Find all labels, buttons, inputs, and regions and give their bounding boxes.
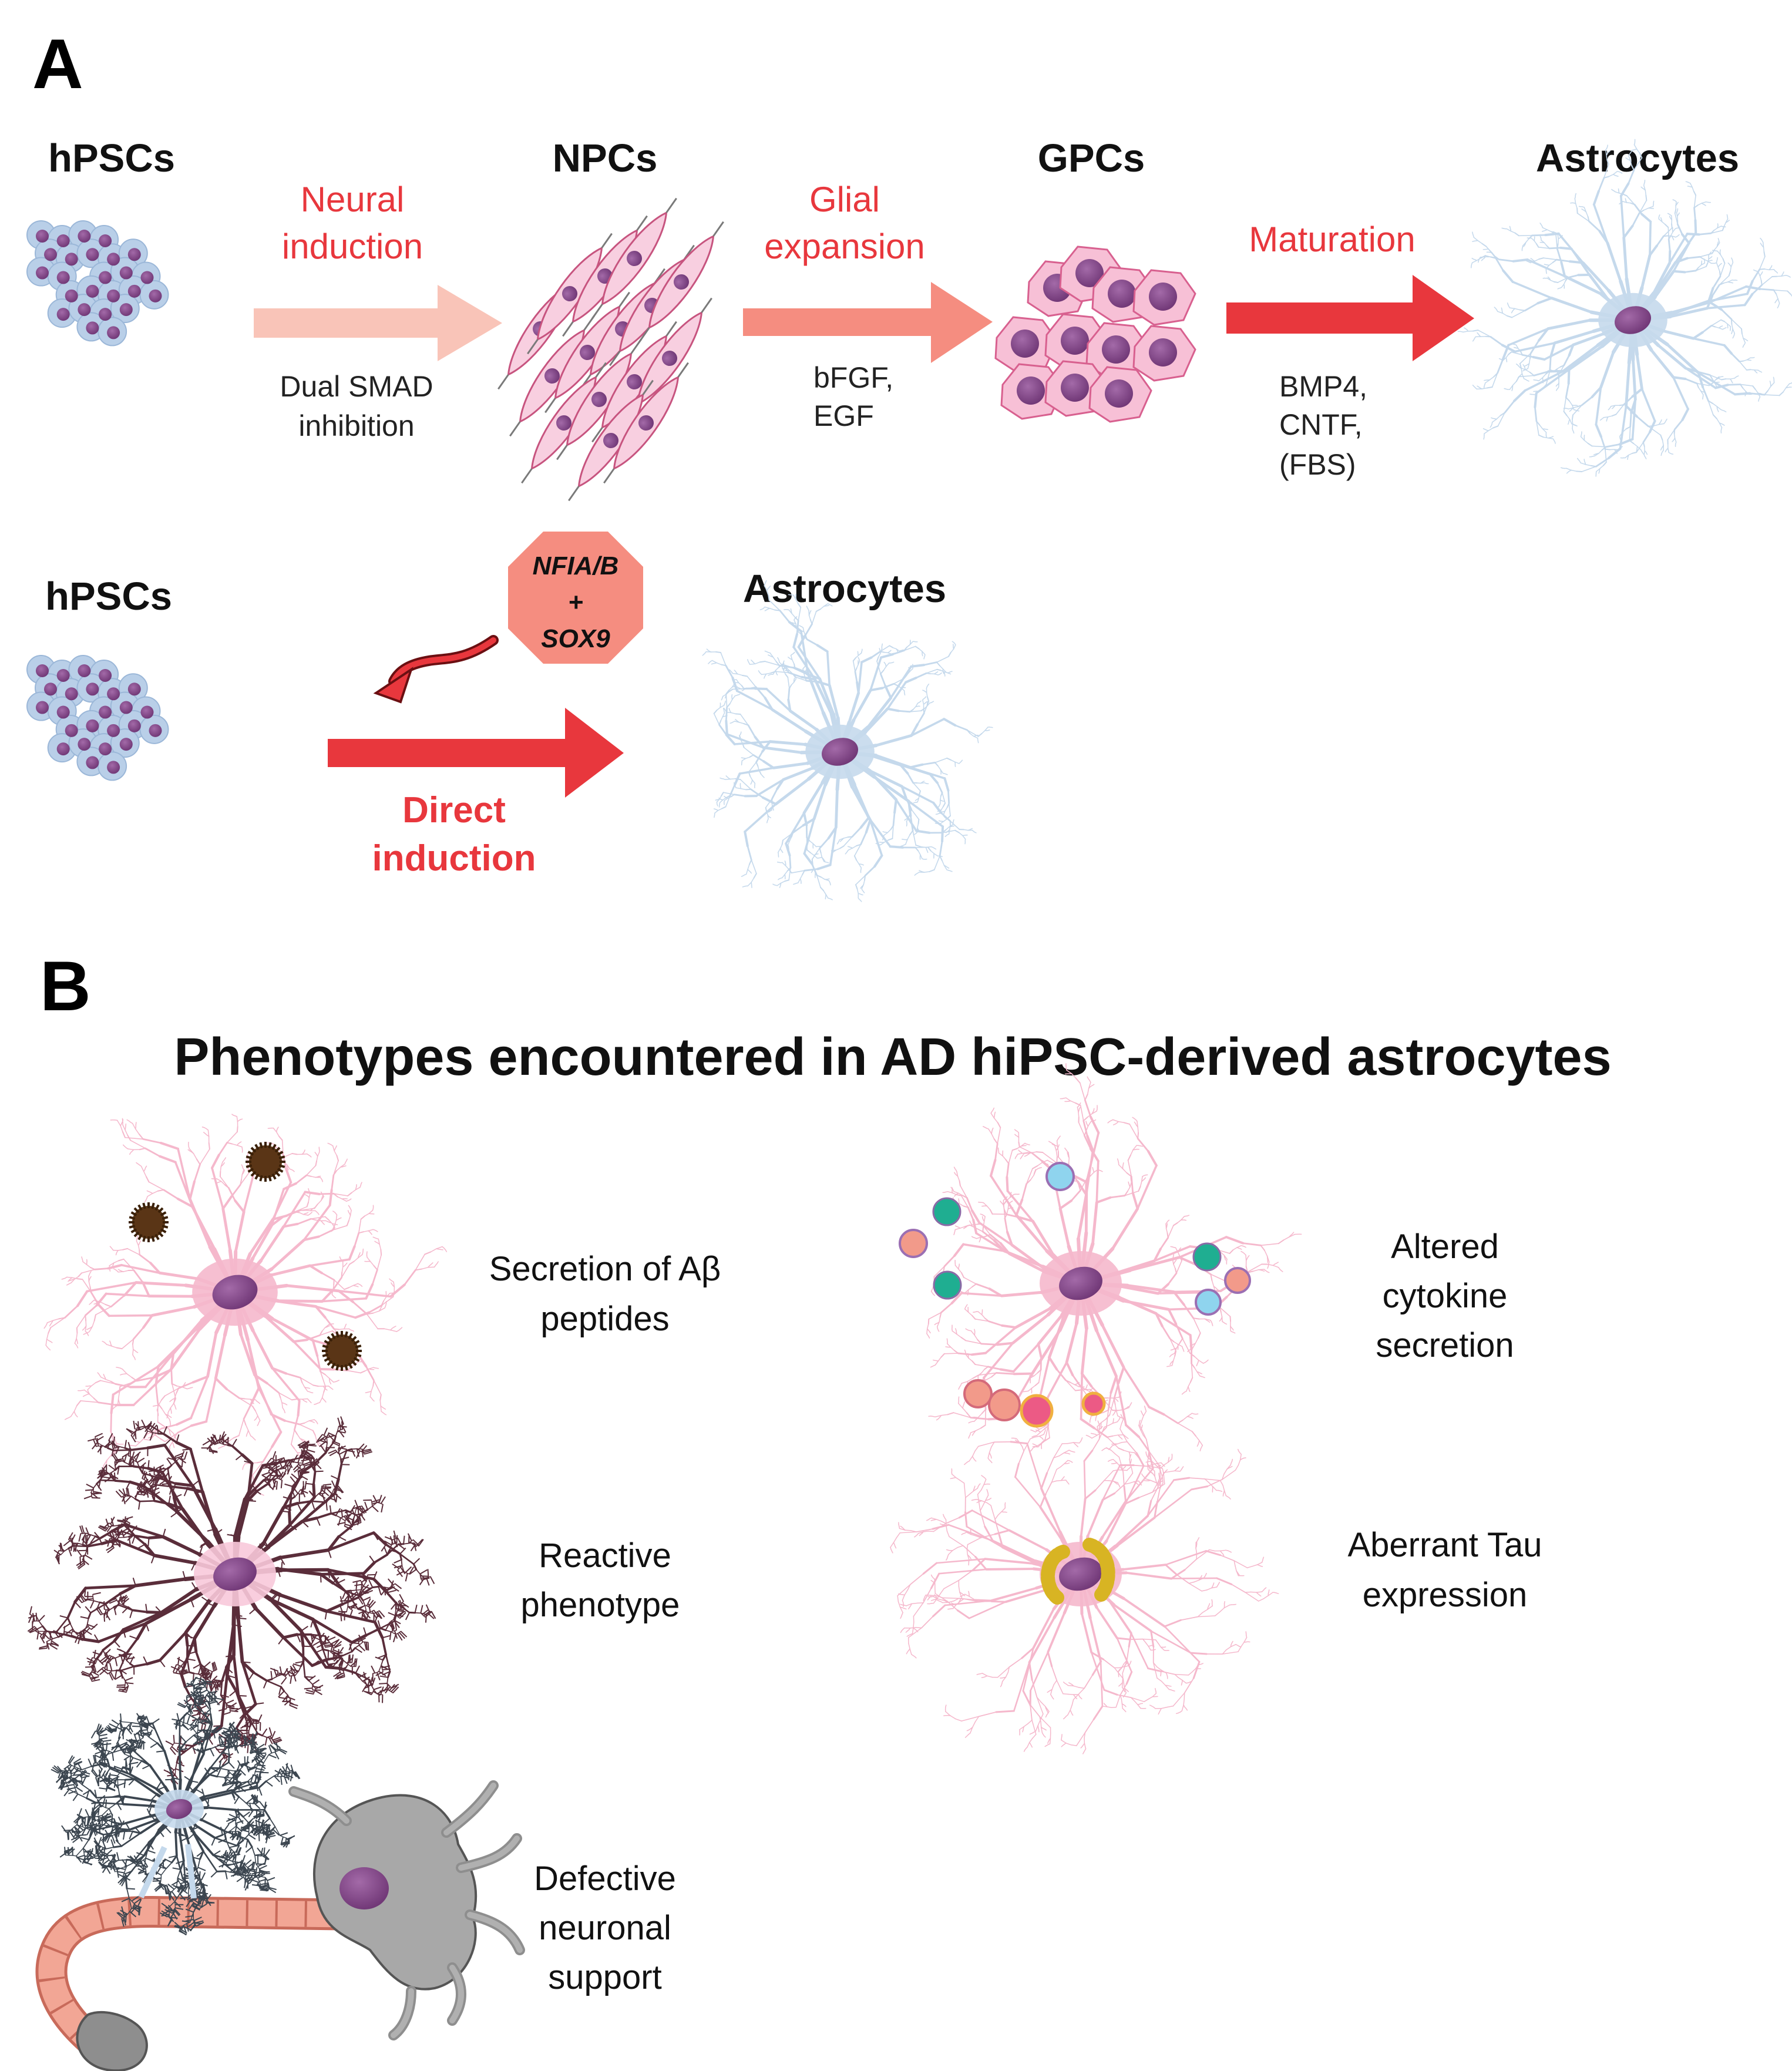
glial-expansion-label-line2: expansion	[764, 227, 925, 266]
tf-line1: NFIA/B	[533, 552, 619, 580]
neural-induction-arrow	[254, 285, 502, 361]
neural-induction-factor-1: Dual SMAD	[280, 370, 433, 403]
glial-expansion-factor-2: EGF	[813, 399, 874, 432]
astrocyte-cytokine-icon	[926, 1063, 1302, 1490]
maturation-arrow	[1226, 275, 1474, 361]
pheno-reactive-line2: phenotype	[521, 1586, 680, 1624]
stage-label-gpcs: GPCs	[1038, 136, 1145, 180]
hpsc-colony-icon-row2	[26, 655, 169, 781]
hpsc-colony-icon	[26, 220, 169, 347]
pheno-neuronal-line3: support	[548, 1958, 661, 1996]
astrocyte-abeta-icon	[43, 1114, 448, 1496]
astrocyte-tau-icon	[890, 1406, 1279, 1754]
stage-label-hpscs: hPSCs	[48, 136, 175, 180]
maturation-factor-1: BMP4,	[1279, 370, 1367, 403]
pheno-neuronal-line1: Defective	[534, 1860, 676, 1898]
pheno-tau-line1: Aberrant Tau	[1347, 1526, 1542, 1564]
panel-b-letter: B	[40, 947, 91, 1026]
panel-a-letter: A	[32, 25, 83, 103]
pheno-cytokine-line3: secretion	[1376, 1326, 1514, 1364]
gpc-cluster-icon	[994, 246, 1196, 423]
row2-end-label: Astrocytes	[743, 567, 946, 611]
neural-induction-factor-2: inhibition	[298, 409, 414, 442]
pheno-cytokine-line1: Altered	[1391, 1228, 1499, 1266]
tf-line3: SOX9	[541, 624, 610, 653]
transcription-factor-octagon	[508, 532, 643, 664]
neural-induction-label-line2: induction	[282, 227, 423, 266]
neuron-icon	[35, 1780, 525, 2071]
row2-start-label: hPSCs	[45, 574, 172, 618]
astrocyte-icon-row2	[702, 580, 993, 902]
direct-induction-line2: induction	[372, 838, 536, 879]
tau-aggregates	[1041, 1538, 1115, 1605]
pheno-abeta-line1: Secretion of Aβ	[489, 1250, 721, 1288]
maturation-factor-2: CNTF,	[1279, 408, 1363, 441]
maturation-factor-3: (FBS)	[1279, 448, 1356, 481]
neural-induction-label-line1: Neural	[301, 180, 405, 219]
glial-expansion-factor-1: bFGF,	[813, 361, 893, 394]
tf-line2: +	[568, 588, 583, 617]
pheno-tau-line2: expression	[1363, 1576, 1527, 1614]
curved-red-arrow	[373, 635, 499, 704]
stage-label-astrocytes: Astrocytes	[1536, 136, 1739, 180]
pheno-reactive-line1: Reactive	[539, 1537, 671, 1575]
panel-b-title: Phenotypes encountered in AD hiPSC-deriv…	[174, 1028, 1611, 1087]
abeta-particles	[129, 1142, 362, 1371]
direct-induction-arrow	[328, 708, 624, 798]
support-astrocyte-icon	[51, 1676, 301, 1936]
stage-label-npcs: NPCs	[553, 136, 658, 180]
maturation-label: Maturation	[1249, 220, 1415, 259]
glial-expansion-label-line1: Glial	[809, 180, 880, 219]
reactive-astrocyte-icon	[27, 1416, 436, 1787]
pheno-neuronal-line2: neuronal	[539, 1909, 671, 1947]
cytokine-particles	[899, 1162, 1251, 1428]
pheno-cytokine-line2: cytokine	[1383, 1277, 1508, 1315]
astrocyte-icon-row1	[1457, 139, 1792, 477]
direct-induction-line1: Direct	[402, 790, 506, 831]
astrocyte-endfeet	[138, 1844, 197, 1899]
npc-cluster-icon	[497, 197, 724, 502]
glial-expansion-arrow	[743, 282, 993, 363]
pheno-abeta-line2: peptides	[540, 1300, 669, 1338]
